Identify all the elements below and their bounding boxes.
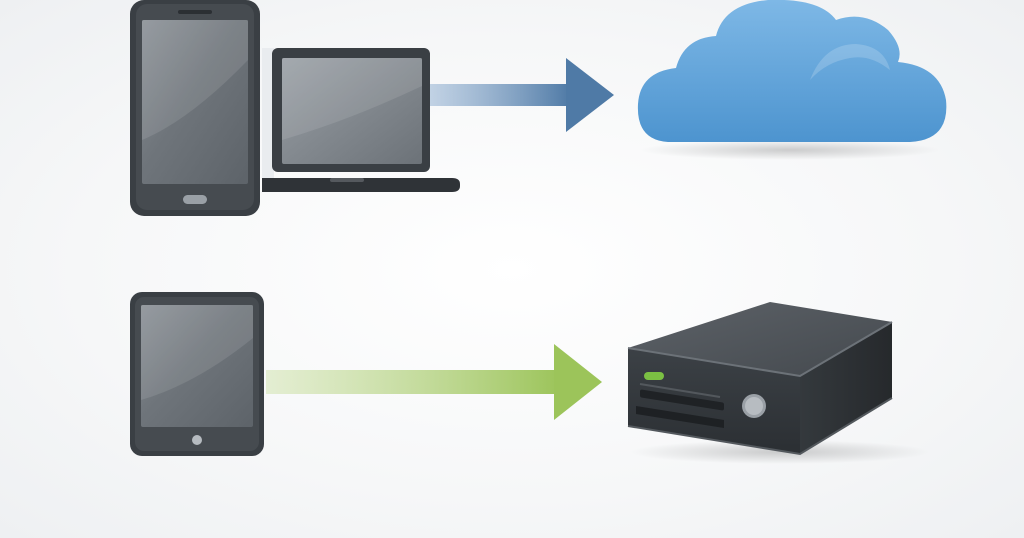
cloud-icon bbox=[637, 0, 947, 160]
upload-arrow-icon bbox=[430, 58, 614, 132]
phone-icon bbox=[130, 0, 260, 216]
nas-server-icon bbox=[627, 302, 930, 464]
laptop-icon bbox=[262, 48, 460, 192]
tablet-icon bbox=[130, 292, 264, 456]
sync-arrow-icon bbox=[266, 344, 602, 420]
